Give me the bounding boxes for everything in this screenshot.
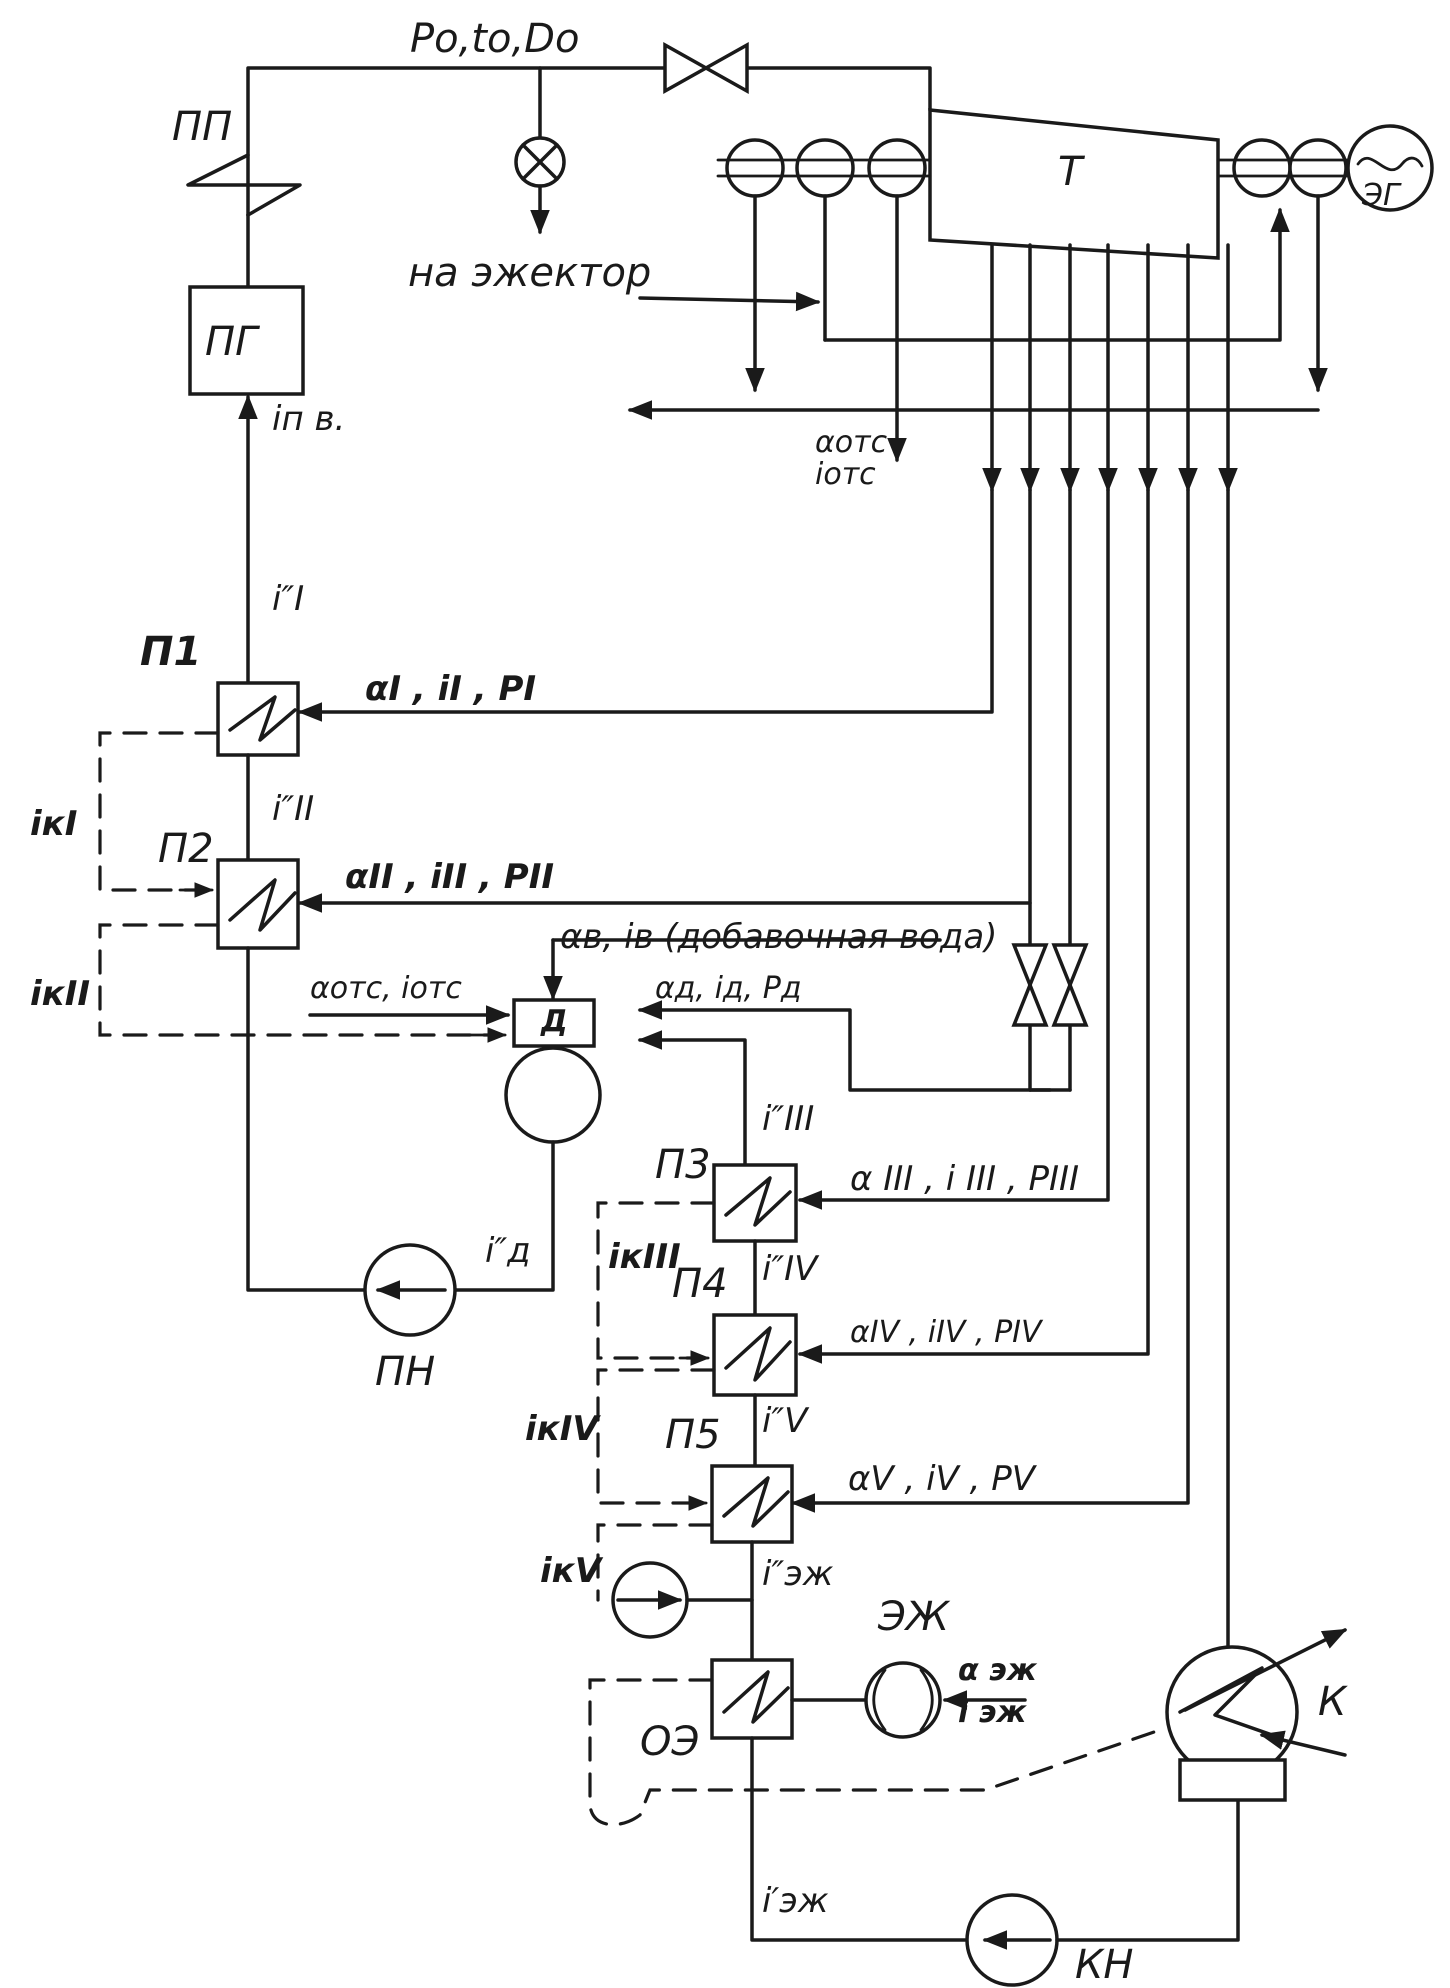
to-ejector-label: на эжектор bbox=[408, 250, 651, 296]
ejector-cooler[interactable] bbox=[710, 1658, 794, 1740]
heater-p3-coil bbox=[724, 1176, 792, 1227]
extraction-lines bbox=[297, 243, 1238, 1772]
drain-p5-to-pump bbox=[596, 1523, 714, 1602]
main-steam-valve[interactable] bbox=[663, 42, 749, 94]
i-ej-label: i эж bbox=[958, 1695, 1028, 1730]
drain-p3-to-p4 bbox=[596, 1201, 716, 1360]
superheater-label: ПП bbox=[172, 104, 232, 150]
heater-p3[interactable] bbox=[712, 1163, 798, 1243]
extraction-1-label: αI , iI , PI bbox=[365, 669, 536, 709]
feed-pump-label: ПН bbox=[375, 1349, 435, 1395]
ejector-supply-valve[interactable] bbox=[514, 136, 566, 188]
extraction-4-label: αIV , iIV , PIV bbox=[850, 1315, 1044, 1350]
drain-ik3-label: iкIII bbox=[608, 1237, 681, 1277]
condenser-to-pump bbox=[1055, 1788, 1240, 1942]
turbine-label: Т bbox=[1058, 149, 1086, 195]
drain-pump[interactable] bbox=[611, 1561, 689, 1639]
enthalpy-iej1-label: i′эж bbox=[762, 1881, 829, 1921]
seal-steam-lines bbox=[627, 194, 1328, 463]
extraction-3-label: α III , i III , PIII bbox=[850, 1159, 1079, 1199]
deaerator-params-label: αд, iд, Pд bbox=[655, 971, 802, 1006]
ejector-label: ЭЖ bbox=[877, 1594, 951, 1640]
heater-p4-coil bbox=[724, 1326, 792, 1382]
generator[interactable] bbox=[1346, 124, 1434, 212]
heater-p2-coil bbox=[228, 878, 297, 932]
enthalpy-i2-label: i″II bbox=[272, 789, 314, 829]
condenser[interactable] bbox=[1165, 1628, 1348, 1802]
turbine-shaft-seals-right bbox=[1216, 138, 1352, 198]
generator-label: ЭГ bbox=[1361, 178, 1402, 213]
deaerator-steam-valve-2[interactable] bbox=[1051, 943, 1089, 1027]
drain-p1-to-p2 bbox=[98, 731, 220, 892]
drain-ik4-label: iкIV bbox=[525, 1409, 601, 1449]
deaerator-steam-valve-1[interactable] bbox=[1011, 943, 1049, 1027]
drain-ik5-label: iкV bbox=[540, 1551, 604, 1591]
heater-p4[interactable] bbox=[712, 1313, 798, 1397]
steam-generator[interactable] bbox=[188, 285, 305, 396]
extraction-5-label: αV , iV , PV bbox=[848, 1459, 1038, 1499]
drain-p4-to-p5 bbox=[596, 1368, 716, 1505]
otc-to-deaerator-label: αотс, iотс bbox=[310, 971, 462, 1006]
alpha-otc-label: αотс bbox=[815, 425, 888, 460]
turbine[interactable] bbox=[928, 108, 1220, 260]
steam-generator-label: ПГ bbox=[205, 319, 260, 365]
enthalpy-i5-label: i″V bbox=[762, 1401, 810, 1441]
main-steam-line bbox=[246, 66, 932, 217]
makeup-water-label: αв, iв (добавочная вода) bbox=[560, 917, 997, 957]
alpha-ej-label: α эж bbox=[958, 1653, 1038, 1688]
ejector-cooler-label: ОЭ bbox=[640, 1719, 699, 1765]
drain-ik1-label: iкI bbox=[30, 804, 77, 844]
enthalpy-i3-label: i″III bbox=[762, 1099, 814, 1139]
drain-p2-to-deaerator bbox=[98, 923, 497, 1037]
extraction-2-label: αII , iII , PII bbox=[345, 857, 554, 897]
feed-pump[interactable] bbox=[363, 1243, 457, 1337]
ejector-cooler-coil bbox=[722, 1670, 790, 1724]
heater-p3-label: П3 bbox=[655, 1142, 711, 1188]
deaerator-tank[interactable] bbox=[504, 1046, 602, 1144]
heater-p5-coil bbox=[722, 1476, 790, 1528]
superheater-coil bbox=[186, 153, 302, 217]
condensate-pump-label: КН bbox=[1075, 1942, 1133, 1988]
steam-params-label: Po,to,Do bbox=[410, 16, 579, 62]
deaerator-label: Д bbox=[540, 1004, 568, 1039]
i-otc-label: iотс bbox=[815, 457, 876, 492]
heater-p5-label: П5 bbox=[665, 1412, 721, 1458]
enthalpy-i1-label: i″I bbox=[272, 579, 304, 619]
heater-p1-coil bbox=[228, 695, 297, 742]
enthalpy-i4-label: i″IV bbox=[762, 1249, 820, 1289]
heater-p1-label: П1 bbox=[140, 629, 201, 675]
enthalpy-iej2-label: i″эж bbox=[762, 1554, 834, 1594]
condensate-line bbox=[750, 1736, 967, 1942]
drain-ik2-label: iкII bbox=[30, 974, 90, 1014]
condenser-label: К bbox=[1318, 1679, 1348, 1725]
condensate-pump[interactable] bbox=[965, 1893, 1059, 1987]
heater-p5[interactable] bbox=[710, 1464, 794, 1544]
deaerator-to-pump bbox=[453, 1140, 555, 1292]
turbine-shaft-seals-left bbox=[716, 138, 932, 198]
condensate-to-deaerator bbox=[637, 1030, 747, 1167]
feed-enthalpy-label: iп в. bbox=[272, 399, 345, 439]
feedwater-line-to-pump bbox=[246, 946, 367, 1292]
heater-p4-label: П4 bbox=[672, 1261, 728, 1307]
enthalpy-id-label: i″д bbox=[485, 1231, 531, 1271]
ejector[interactable] bbox=[864, 1661, 942, 1739]
heater-p2-label: П2 bbox=[158, 826, 214, 872]
